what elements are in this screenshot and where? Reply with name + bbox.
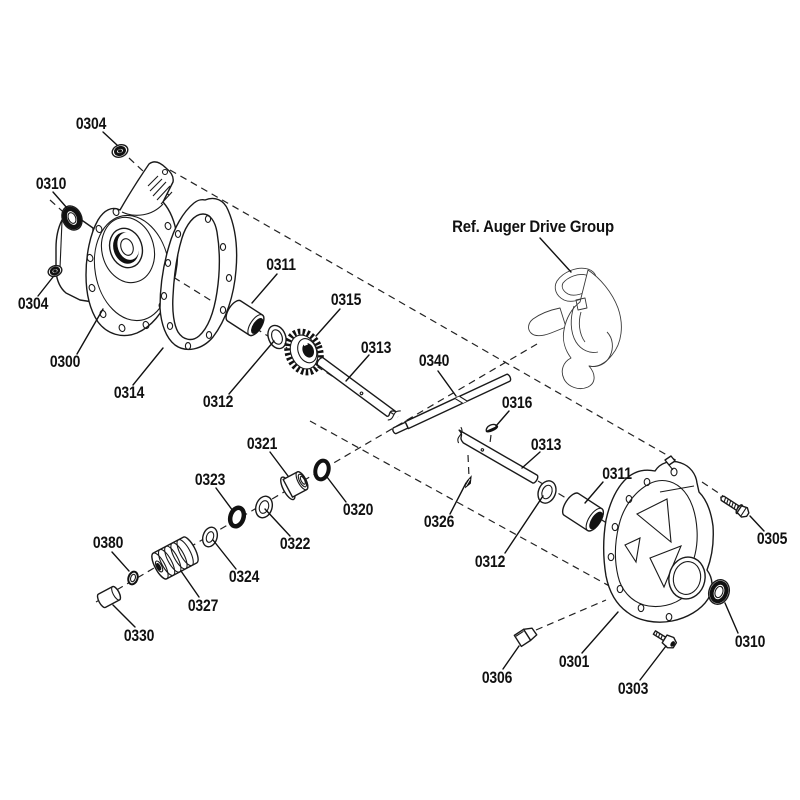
part-label-0315: 0315 <box>330 290 362 309</box>
end-cap <box>96 585 122 609</box>
neck-bolt <box>664 455 678 477</box>
screw <box>720 495 750 518</box>
woodruff-key <box>485 423 499 433</box>
shaft-lower <box>457 426 539 484</box>
part-label-0310-left: 0310 <box>35 174 67 193</box>
part-label-0312-bottom: 0312 <box>474 552 506 571</box>
bolt <box>652 630 678 649</box>
part-label-0380: 0380 <box>92 533 124 552</box>
spacer-ring <box>127 570 139 586</box>
flange-nut-top <box>111 144 129 158</box>
part-label-0311-bottom: 0311 <box>602 464 632 483</box>
part-label-0304-left: 0304 <box>17 294 49 313</box>
flanged-bearing <box>280 471 309 501</box>
hex-shaft <box>392 373 512 435</box>
shaft-seal-right <box>707 579 731 605</box>
part-label-0327: 0327 <box>187 596 219 615</box>
part-label-0340: 0340 <box>418 351 450 370</box>
part-label-0316: 0316 <box>501 393 533 412</box>
ref-auger-drive-group-note: Ref. Auger Drive Group <box>452 217 614 236</box>
part-label-0321: 0321 <box>246 434 278 453</box>
gasket <box>159 197 238 351</box>
part-label-0326: 0326 <box>423 512 455 531</box>
flange-nut-left <box>47 264 63 278</box>
housing-bore <box>108 227 144 269</box>
bushing-upper <box>225 299 265 337</box>
auger-drive-group-bracket <box>528 267 622 390</box>
part-label-0323: 0323 <box>194 470 226 489</box>
part-label-0313-bottom: 0313 <box>530 435 562 454</box>
part-label-0300: 0300 <box>49 352 81 371</box>
cover-bore <box>668 556 706 600</box>
plug <box>513 627 538 648</box>
part-label-0312-top: 0312 <box>202 392 234 411</box>
part-label-0311-top: 0311 <box>266 255 296 274</box>
part-label-0330: 0330 <box>123 626 155 645</box>
shaft-upper <box>316 356 401 421</box>
retaining-ring <box>227 505 247 529</box>
gear <box>284 328 324 376</box>
part-label-0322: 0322 <box>279 534 311 553</box>
part-label-0305: 0305 <box>756 529 788 548</box>
part-label-0306: 0306 <box>481 668 513 687</box>
o-ring <box>313 458 331 482</box>
gearbox-housing-right <box>603 455 714 623</box>
part-label-0304-top: 0304 <box>75 114 107 133</box>
part-label-0303: 0303 <box>617 679 649 698</box>
gasket-holes <box>160 215 233 350</box>
part-label-0310-right: 0310 <box>734 632 766 651</box>
threaded-stud-hatch <box>147 168 173 205</box>
part-label-0324: 0324 <box>228 567 260 586</box>
shaft-seal-left <box>61 205 83 231</box>
bushing-lower <box>561 492 605 532</box>
gearbox-housing-left <box>55 161 179 337</box>
worm-gear <box>151 536 199 580</box>
part-label-0313-top: 0313 <box>360 338 392 357</box>
part-label-0314: 0314 <box>113 383 145 402</box>
part-label-0301: 0301 <box>558 652 590 671</box>
cover-bolt-holes <box>607 477 673 622</box>
part-label-0320: 0320 <box>342 500 374 519</box>
leader-lines <box>37 131 765 681</box>
